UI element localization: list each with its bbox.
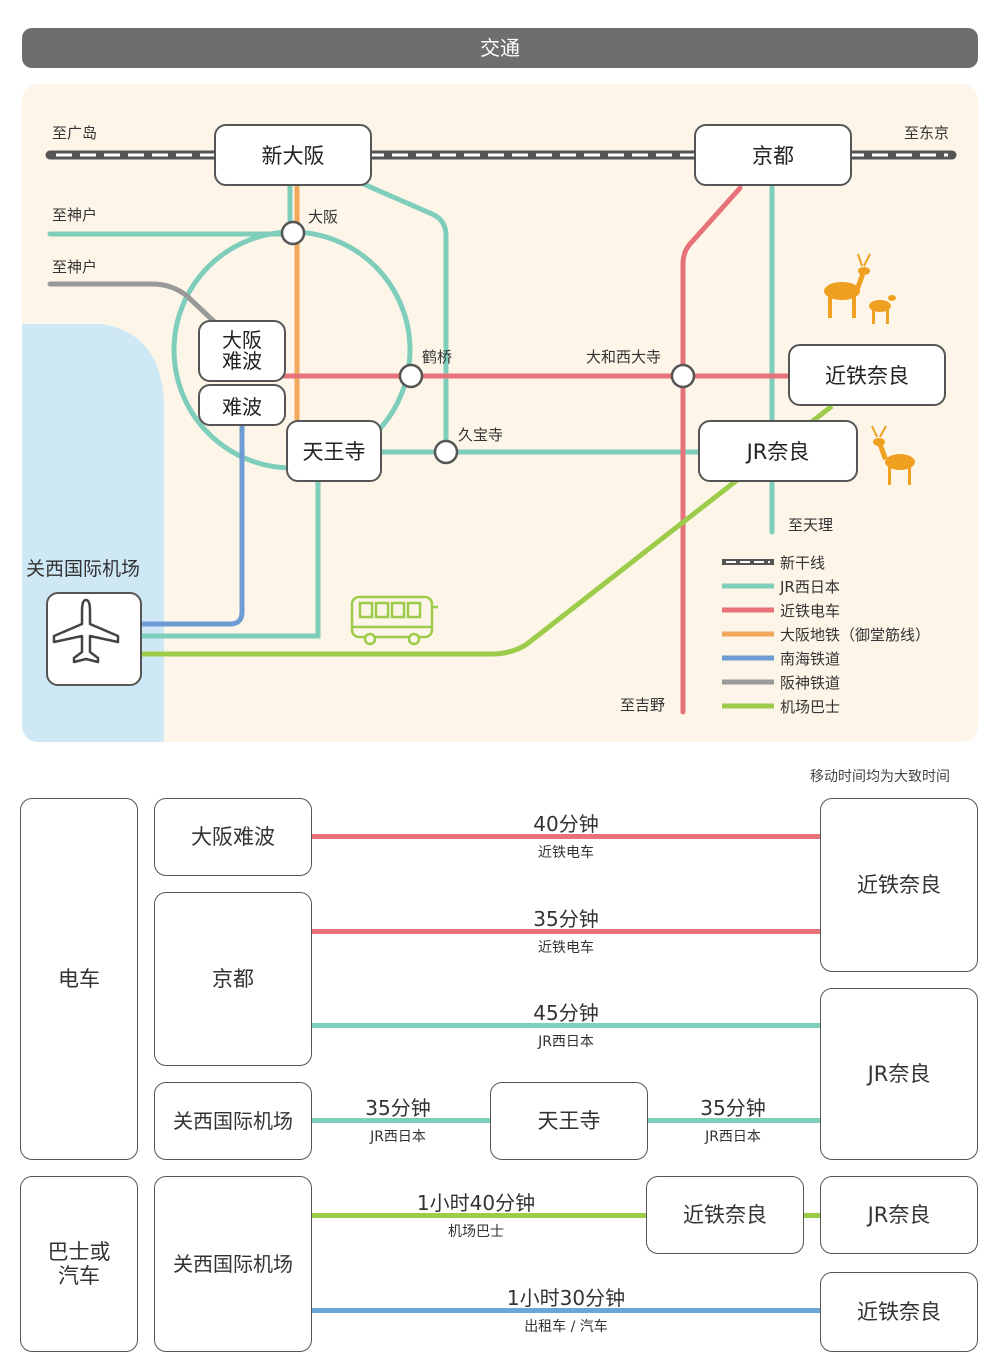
hanshin-line xyxy=(47,281,225,332)
legend-item: 新干线 xyxy=(780,554,826,572)
yamato-saidaiji-station-marker xyxy=(670,363,696,389)
route-line-name: 近铁电车 xyxy=(538,940,594,956)
legend-item: JR西日本 xyxy=(780,578,840,596)
route-line-name: JR西日本 xyxy=(538,1034,594,1050)
destination-kintetsu-nara: 近铁奈良 xyxy=(820,1272,978,1352)
route-line-name: 机场巴士 xyxy=(448,1224,504,1240)
direction-label: 至神户 xyxy=(52,206,98,224)
kubouji-station-marker xyxy=(433,439,459,465)
legend-item: 机场巴士 xyxy=(780,698,841,716)
route-line xyxy=(312,1213,822,1218)
deer-pair-icon xyxy=(824,253,896,324)
station-jr-nara: JR奈良 xyxy=(698,420,858,482)
station-label-tsuruhashi: 鹤桥 xyxy=(422,348,453,366)
station-label-osaka: 大阪 xyxy=(308,208,339,226)
route-duration: 45分钟 xyxy=(533,1001,599,1025)
travel-time-note: 移动时间均为大致时间 xyxy=(810,769,950,785)
route-line xyxy=(312,1308,822,1313)
route-line xyxy=(312,929,822,934)
legend-item: 近铁电车 xyxy=(780,602,841,620)
origin-kyoto: 京都 xyxy=(154,892,312,1066)
legend-item: 阪神铁道 xyxy=(780,674,841,692)
destination-kintetsu-nara: 近铁奈良 xyxy=(820,798,978,972)
kintetsu-lines xyxy=(279,185,795,715)
direction-label: 至神户 xyxy=(52,258,98,276)
route-duration: 1小时30分钟 xyxy=(506,1286,626,1310)
origin-osaka-namba: 大阪难波 xyxy=(154,798,312,876)
nankai-line xyxy=(142,424,245,627)
station-shin-osaka: 新大阪 xyxy=(214,124,372,186)
station-kintetsu-nara: 近铁奈良 xyxy=(788,344,946,406)
origin-kansai-airport: 关西国际机场 xyxy=(154,1176,312,1352)
route-duration: 40分钟 xyxy=(533,812,599,836)
station-osaka-namba: 大阪 难波 xyxy=(198,320,286,382)
route-duration: 35分钟 xyxy=(700,1096,766,1120)
station-namba: 难波 xyxy=(198,384,286,426)
station-label-yamato-saidaiji: 大和西大寺 xyxy=(586,348,662,366)
direction-label: 至东京 xyxy=(904,124,950,142)
destination-jr-nara: JR奈良 xyxy=(820,988,978,1160)
station-tennoji: 天王寺 xyxy=(286,420,382,482)
destination-jr-nara: JR奈良 xyxy=(820,1176,978,1254)
direction-label: 至广岛 xyxy=(52,124,98,142)
legend-swatches xyxy=(722,559,774,709)
route-line xyxy=(312,834,822,839)
station-label-kansai-airport: 关西国际机场 xyxy=(26,558,141,580)
route-duration: 1小时40分钟 xyxy=(416,1191,536,1215)
deer-icon xyxy=(871,425,915,485)
category-train: 电车 xyxy=(20,798,138,1160)
route-line-name: JR西日本 xyxy=(370,1129,426,1145)
origin-kansai-airport: 关西国际机场 xyxy=(154,1082,312,1160)
route-map: 至广岛 至东京 至神户 至神户 至天理 至吉野 大阪 鹤桥 大和西大寺 久宝寺 … xyxy=(22,84,978,742)
route-duration: 35分钟 xyxy=(365,1096,431,1120)
route-line-name: 出租车 / 汽车 xyxy=(524,1319,608,1335)
airplane-icon xyxy=(52,598,120,664)
route-line-name: JR西日本 xyxy=(705,1129,761,1145)
bus-icon xyxy=(350,595,438,646)
osaka-station-marker xyxy=(280,220,306,246)
tsuruhashi-station-marker xyxy=(398,363,424,389)
route-line xyxy=(312,1023,822,1028)
via-kintetsu-nara: 近铁奈良 xyxy=(646,1176,804,1254)
legend-item: 大阪地铁（御堂筋线） xyxy=(780,626,931,644)
station-kyoto: 京都 xyxy=(694,124,852,186)
direction-label: 至天理 xyxy=(788,516,834,534)
route-line-name: 近铁电车 xyxy=(538,845,594,861)
legend-item: 南海铁道 xyxy=(780,650,841,668)
route-duration: 35分钟 xyxy=(533,907,599,931)
station-label-kubouji: 久宝寺 xyxy=(458,426,504,444)
direction-label: 至吉野 xyxy=(620,696,666,714)
airport-bus-line xyxy=(142,404,834,657)
via-tennoji: 天王寺 xyxy=(490,1082,648,1160)
station-kansai-airport xyxy=(46,592,142,686)
category-bus-car: 巴士或 汽车 xyxy=(20,1176,138,1352)
section-title: 交通 xyxy=(22,28,978,68)
